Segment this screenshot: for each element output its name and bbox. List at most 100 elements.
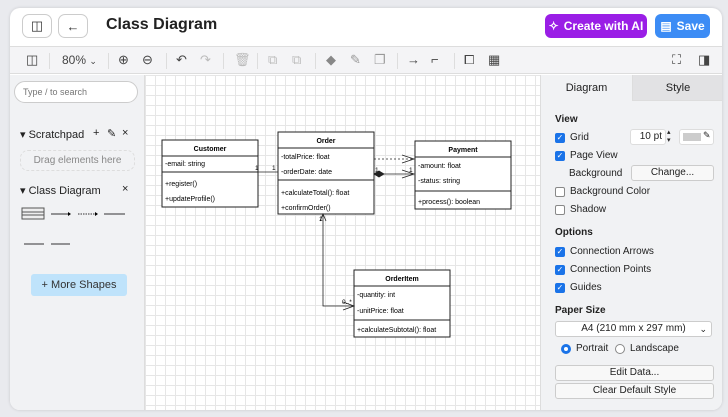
zoom-select[interactable]: 80% ⌄ (62, 53, 97, 68)
connection-points-checkbox[interactable]: ✓ Connection Points (555, 264, 651, 275)
grid-checkbox[interactable]: ✓Grid (555, 132, 589, 143)
more-shapes-button[interactable]: + More Shapes (31, 274, 127, 296)
method: +confirmOrder() (281, 205, 331, 212)
view-heading: View (555, 114, 578, 125)
waypoints-icon[interactable]: ⌐ (431, 52, 439, 67)
to-back-icon[interactable]: ⧉ (292, 52, 302, 67)
to-front-icon[interactable]: ⧉ (268, 52, 278, 67)
close-icon[interactable]: × (122, 127, 129, 139)
shape-palette[interactable] (20, 205, 135, 255)
stepper-icon[interactable]: ▴▾ (667, 129, 671, 144)
checkbox-box (555, 186, 565, 197)
background-color-label: Background Color (570, 186, 651, 197)
radio-unselected (615, 343, 625, 354)
paper-size-heading: Paper Size (555, 305, 606, 316)
check-icon: ✓ (555, 264, 565, 275)
connection-arrows-checkbox[interactable]: ✓ Connection Arrows (555, 246, 654, 257)
panel-toggle-icon[interactable]: ◨ (698, 52, 711, 67)
save-button[interactable]: ▤Save (655, 14, 710, 38)
class-name: Customer (194, 146, 227, 153)
fullscreen-icon[interactable]: ⛶ (672, 52, 682, 67)
method: +register() (165, 181, 197, 188)
check-icon: ✓ (555, 132, 565, 143)
class-payment[interactable]: Payment -amount: float -status: string +… (414, 140, 512, 210)
line-color-icon[interactable]: ✎ (350, 52, 361, 67)
attribute: -amount: float (418, 163, 461, 170)
svg-text:1: 1 (255, 165, 259, 172)
svg-text:0..*: 0..* (342, 299, 352, 306)
attribute: -status: string (418, 178, 460, 185)
change-background-button[interactable]: Change... (631, 165, 714, 181)
page-view-checkbox[interactable]: ✓Page View (555, 150, 618, 161)
zoom-out-icon[interactable]: ⊖ (142, 52, 153, 67)
class-orderitem[interactable]: OrderItem -quantity: int -unitPrice: flo… (353, 269, 451, 338)
chevron-down-icon: ⌄ (699, 324, 707, 334)
scratchpad-label: Scratchpad (28, 129, 85, 141)
sidebar-icon: ◫ (30, 18, 44, 33)
search-input[interactable] (14, 81, 138, 103)
method: +calculateTotal(): float (281, 190, 349, 197)
guides-checkbox[interactable]: ✓Guides (555, 282, 602, 293)
scratchpad-header[interactable]: ▾ Scratchpad (20, 129, 85, 141)
background-color-checkbox[interactable]: Background Color (555, 186, 650, 197)
edit-icon[interactable]: ✎ (107, 128, 117, 140)
landscape-radio[interactable]: Landscape (615, 343, 679, 354)
plus-icon: + (41, 279, 48, 291)
portrait-radio[interactable]: Portrait (561, 343, 608, 354)
radio-selected (561, 343, 571, 354)
connection-arrows-label: Connection Arrows (570, 246, 654, 257)
app-window: ◫ ← Class Diagram ✧Create with AI ▤Save … (10, 8, 722, 410)
eyedropper-icon: ✎ (703, 130, 711, 140)
options-heading: Options (555, 227, 593, 238)
svg-text:1: 1 (375, 167, 379, 174)
format-panel-icon[interactable]: ◫ (26, 52, 39, 67)
background-label: Background (569, 168, 623, 179)
grid-color-button[interactable]: ✎ (679, 129, 714, 145)
shapes-sidebar: ▾ Scratchpad + ✎ × Drag elements here ▾ … (10, 75, 145, 410)
connection-icon[interactable]: → (407, 52, 420, 67)
add-icon[interactable]: + (93, 127, 100, 139)
scratchpad-dropzone[interactable]: Drag elements here (20, 150, 135, 171)
table-icon[interactable]: ▦ (488, 52, 501, 67)
landscape-label: Landscape (630, 343, 679, 354)
shadow-icon[interactable]: ❐ (374, 52, 386, 67)
undo-icon[interactable]: ↶ (176, 52, 187, 67)
class-diagram-label: Class Diagram (28, 185, 101, 197)
tab-style[interactable]: Style (632, 75, 722, 101)
paper-size-value: A4 (210 mm x 297 mm) (581, 323, 686, 334)
more-shapes-label: More Shapes (51, 279, 117, 291)
check-icon: ✓ (555, 246, 565, 257)
connection-points-label: Connection Points (570, 264, 652, 275)
back-button[interactable]: ← (58, 14, 88, 38)
save-label: Save (676, 19, 705, 33)
clear-default-style-button[interactable]: Clear Default Style (555, 383, 714, 399)
shadow-checkbox[interactable]: Shadow (555, 204, 606, 215)
toggle-sidebar-button[interactable]: ◫ (22, 14, 52, 38)
class-name: Payment (448, 147, 478, 154)
tab-diagram[interactable]: Diagram (541, 75, 632, 101)
class-order[interactable]: Order -totalPrice: float -orderDate: dat… (277, 131, 375, 215)
zoom-value: 80% (62, 53, 87, 67)
edit-data-button[interactable]: Edit Data... (555, 365, 714, 381)
guides-label: Guides (570, 282, 602, 293)
redo-icon[interactable]: ↷ (200, 52, 211, 67)
shapes-icon[interactable]: ⧠ (464, 52, 475, 67)
delete-icon[interactable]: 🗑 (234, 52, 251, 67)
check-icon: ✓ (555, 150, 565, 161)
connectors[interactable] (258, 154, 416, 311)
grid-size-input[interactable]: 10 pt (630, 129, 666, 145)
chevron-down-icon: ⌄ (89, 56, 97, 66)
class-diagram-header[interactable]: ▾ Class Diagram (20, 185, 101, 197)
fill-color-icon[interactable]: ◆ (326, 52, 336, 67)
class-name: Order (316, 138, 335, 145)
svg-text:1: 1 (272, 165, 276, 172)
paper-size-select[interactable]: A4 (210 mm x 297 mm) ⌄ (555, 321, 712, 337)
diagram-canvas[interactable]: Customer -email: string +register() +upd… (145, 75, 540, 410)
close-icon[interactable]: × (122, 183, 129, 195)
toolbar: ◫ 80% ⌄ ⊕ ⊖ ↶ ↷ 🗑 ⧉ ⧉ ◆ ✎ ❐ → ⌐ ⧠ ▦ ⛶ ◨ (10, 46, 722, 74)
class-customer[interactable]: Customer -email: string +register() +upd… (161, 139, 259, 208)
create-with-ai-button[interactable]: ✧Create with AI (545, 14, 647, 38)
zoom-in-icon[interactable]: ⊕ (118, 52, 129, 67)
shadow-label: Shadow (570, 204, 607, 215)
